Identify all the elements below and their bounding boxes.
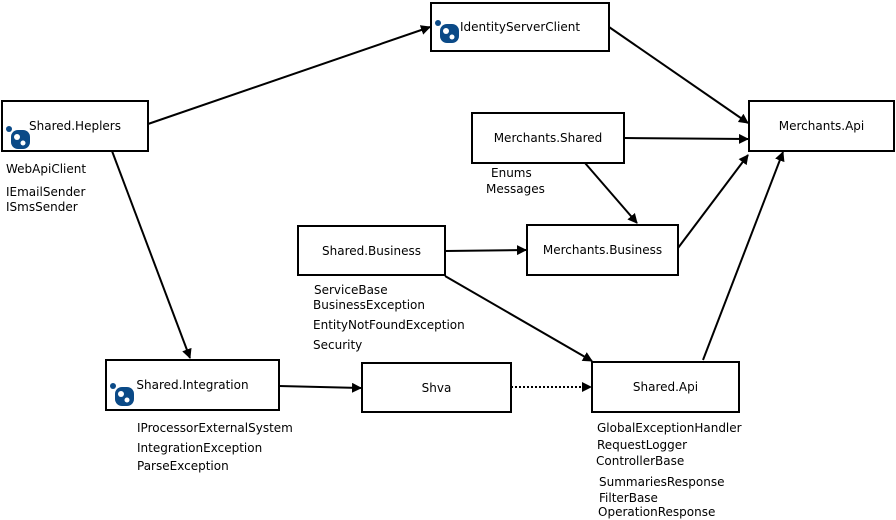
edge-merchants-shared-to-merchants-business xyxy=(584,162,638,224)
note-messages: Messages xyxy=(486,182,545,196)
edge-merchants-business-to-merchants-api xyxy=(677,154,749,249)
package-icon xyxy=(435,20,459,43)
note-operationresponse: OperationResponse xyxy=(598,505,716,519)
node-shared-integration[interactable]: Shared.Integration xyxy=(105,359,280,411)
edge-helpers-to-identity xyxy=(147,25,431,125)
node-shared-api[interactable]: Shared.Api xyxy=(591,361,740,413)
note-requestlogger: RequestLogger xyxy=(597,438,688,452)
note-iemailsender: IEmailSender xyxy=(6,185,86,199)
note-businessexception: BusinessException xyxy=(313,298,425,312)
note-webapiclient: WebApiClient xyxy=(6,162,87,176)
edge-identity-to-merchants-api xyxy=(608,26,749,124)
node-label: Merchants.Api xyxy=(778,119,865,133)
node-identityserverclient[interactable]: IdentityServerClient xyxy=(430,2,610,52)
node-merchants-business[interactable]: Merchants.Business xyxy=(526,224,679,276)
package-icon xyxy=(6,126,30,149)
node-shva[interactable]: Shva xyxy=(361,362,512,413)
note-globalexceptionhandler: GlobalExceptionHandler xyxy=(597,421,742,435)
edge-shared-business-to-shared-api xyxy=(444,275,593,362)
note-servicebase: ServiceBase xyxy=(314,283,388,297)
note-filterbase: FilterBase xyxy=(599,491,658,505)
node-label: Shared.Business xyxy=(322,243,421,258)
edge-shared-api-to-merchants-api xyxy=(702,151,785,361)
node-label: Shared.Api xyxy=(632,380,699,394)
node-label: Merchants.Business xyxy=(542,243,663,257)
package-icon xyxy=(110,383,134,406)
edge-helpers-to-integration xyxy=(111,150,192,359)
note-summariesresponse: SummariesResponse xyxy=(599,475,725,489)
edge-merchants-shared-to-merchants-api xyxy=(623,133,749,144)
node-label: Shva xyxy=(421,380,452,395)
note-enums: Enums xyxy=(491,166,532,180)
note-integrationexception: IntegrationException xyxy=(137,441,263,455)
node-shared-business[interactable]: Shared.Business xyxy=(297,225,446,276)
note-controllerbase: ControllerBase xyxy=(596,454,685,468)
node-label: IdentityServerClient xyxy=(459,20,581,34)
edge-shared-business-to-merchants-business xyxy=(444,245,527,256)
note-security: Security xyxy=(313,338,363,352)
node-merchants-api[interactable]: Merchants.Api xyxy=(748,100,895,152)
node-merchants-shared[interactable]: Merchants.Shared xyxy=(471,112,625,164)
note-ismssender: ISmsSender xyxy=(6,200,78,214)
note-iprocessorexternalsystem: IProcessorExternalSystem xyxy=(137,421,293,435)
node-shared-heplers[interactable]: Shared.Heplers xyxy=(1,100,149,152)
edge-integration-to-shva xyxy=(278,382,362,393)
node-label: Merchants.Shared xyxy=(493,131,603,145)
note-entitynotfoundexception: EntityNotFoundException xyxy=(313,318,465,332)
note-parseexception: ParseException xyxy=(137,459,229,473)
node-label: Shared.Integration xyxy=(136,378,249,392)
node-label: Shared.Heplers xyxy=(29,119,121,133)
